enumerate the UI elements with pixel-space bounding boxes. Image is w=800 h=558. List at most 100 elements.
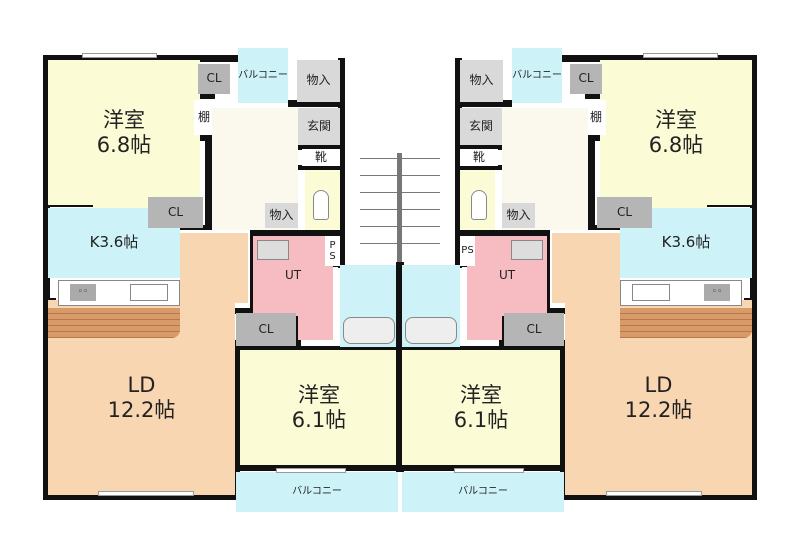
- stove-icon: ◦◦: [70, 284, 96, 301]
- bathtub-icon: [343, 317, 395, 344]
- room-closet-top: CL: [570, 64, 602, 94]
- room-label: K3.6帖: [89, 233, 139, 252]
- room-storage-bottom: 物入: [502, 203, 535, 228]
- room-label: CL: [578, 71, 594, 86]
- wall: [298, 145, 340, 150]
- toilet-icon: [313, 190, 329, 220]
- room-label: 洋室 6.1帖: [453, 383, 509, 432]
- wall: [585, 135, 610, 141]
- room-label: CL: [258, 321, 274, 336]
- room-closet-mid: CL: [597, 197, 652, 228]
- window: [82, 53, 157, 58]
- room-balcony-bottom: バルコニー: [402, 472, 564, 512]
- stove-icon: ◦◦: [704, 284, 730, 301]
- room-label: 玄関: [468, 118, 493, 133]
- room-label: 物入: [469, 73, 494, 88]
- wall: [43, 493, 238, 500]
- stair-handrail: [397, 153, 402, 268]
- room-label: 靴: [472, 149, 485, 164]
- room-entrance: 玄関: [298, 108, 340, 145]
- window: [98, 491, 194, 496]
- wall: [205, 130, 212, 230]
- room-shoe: 靴: [302, 149, 340, 166]
- room-western-large: 洋室 6.8帖: [600, 60, 752, 205]
- room-label: 洋室 6.8帖: [648, 108, 704, 157]
- sink-icon: [632, 284, 670, 301]
- room-label: 物入: [269, 207, 294, 222]
- room-wood: [48, 308, 180, 338]
- wall: [400, 346, 560, 351]
- room-label: LD 12.2帖: [107, 373, 176, 422]
- room-label: 靴: [314, 149, 327, 164]
- room-wood: [620, 308, 752, 338]
- room-label: LD 12.2帖: [624, 373, 693, 422]
- wall: [230, 464, 400, 471]
- toilet-icon: [471, 190, 487, 220]
- wall: [190, 135, 215, 141]
- window: [276, 468, 346, 473]
- room-western-small: 洋室 6.1帖: [402, 350, 560, 465]
- room-label: CL: [616, 204, 633, 219]
- room-storage-bottom: 物入: [265, 203, 298, 228]
- wall: [396, 262, 402, 472]
- staircase: [345, 58, 455, 268]
- room-label: バルコニー: [238, 69, 288, 81]
- room-label: P S: [329, 239, 336, 263]
- room-label: 洋室 6.1帖: [291, 383, 347, 432]
- wall: [195, 92, 215, 99]
- room-label: CL: [526, 321, 542, 336]
- wall: [43, 55, 238, 62]
- window: [643, 53, 718, 58]
- room-closet-top: CL: [198, 64, 230, 94]
- bathtub-icon: [405, 317, 457, 344]
- room-ps: P S: [325, 236, 340, 266]
- wall: [460, 145, 502, 150]
- room-western-small: 洋室 6.1帖: [240, 350, 398, 465]
- room-balcony-bottom: バルコニー: [236, 472, 398, 512]
- room-label: UT: [498, 268, 516, 283]
- room-label: 物入: [506, 207, 531, 222]
- room-label: 棚: [197, 109, 210, 124]
- wall: [560, 340, 567, 500]
- room-label: バルコニー: [512, 69, 562, 81]
- wall: [457, 100, 512, 107]
- wall: [296, 165, 340, 170]
- room-shelf: 棚: [586, 100, 606, 135]
- room-shelf: 棚: [194, 100, 214, 135]
- room-living2: [180, 233, 248, 303]
- wall: [250, 230, 340, 236]
- room-balcony-small: バルコニー: [238, 48, 288, 103]
- room-label: バルコニー: [292, 486, 342, 498]
- room-label: 棚: [589, 109, 602, 124]
- room-label: 物入: [306, 73, 331, 88]
- wall: [240, 346, 400, 351]
- room-utility2: [298, 300, 333, 340]
- room-ps: PS: [460, 236, 475, 266]
- sink-icon: [130, 284, 168, 301]
- room-western-large: 洋室 6.8帖: [48, 60, 200, 205]
- room-utility2: [467, 300, 502, 340]
- room-label: PS: [461, 245, 474, 257]
- washbasin-icon: [511, 240, 543, 260]
- room-label: 玄関: [306, 118, 331, 133]
- room-closet-ut: CL: [236, 313, 296, 346]
- room-balcony-small: バルコニー: [512, 48, 562, 103]
- room-label: CL: [206, 71, 222, 86]
- room-label: K3.6帖: [661, 233, 711, 252]
- room-living2: [552, 233, 620, 303]
- wall: [400, 464, 570, 471]
- washbasin-icon: [257, 240, 289, 260]
- room-closet-mid: CL: [148, 197, 203, 228]
- room-storage-top: 物入: [460, 60, 503, 102]
- wall: [338, 58, 345, 268]
- wall: [288, 100, 343, 107]
- room-shoe: 靴: [460, 149, 498, 166]
- window: [454, 468, 524, 473]
- wall: [233, 340, 240, 500]
- room-storage-top: 物入: [297, 60, 340, 102]
- room-label: バルコニー: [458, 486, 508, 498]
- wall: [562, 493, 757, 500]
- wall: [545, 230, 550, 340]
- wall: [750, 55, 757, 500]
